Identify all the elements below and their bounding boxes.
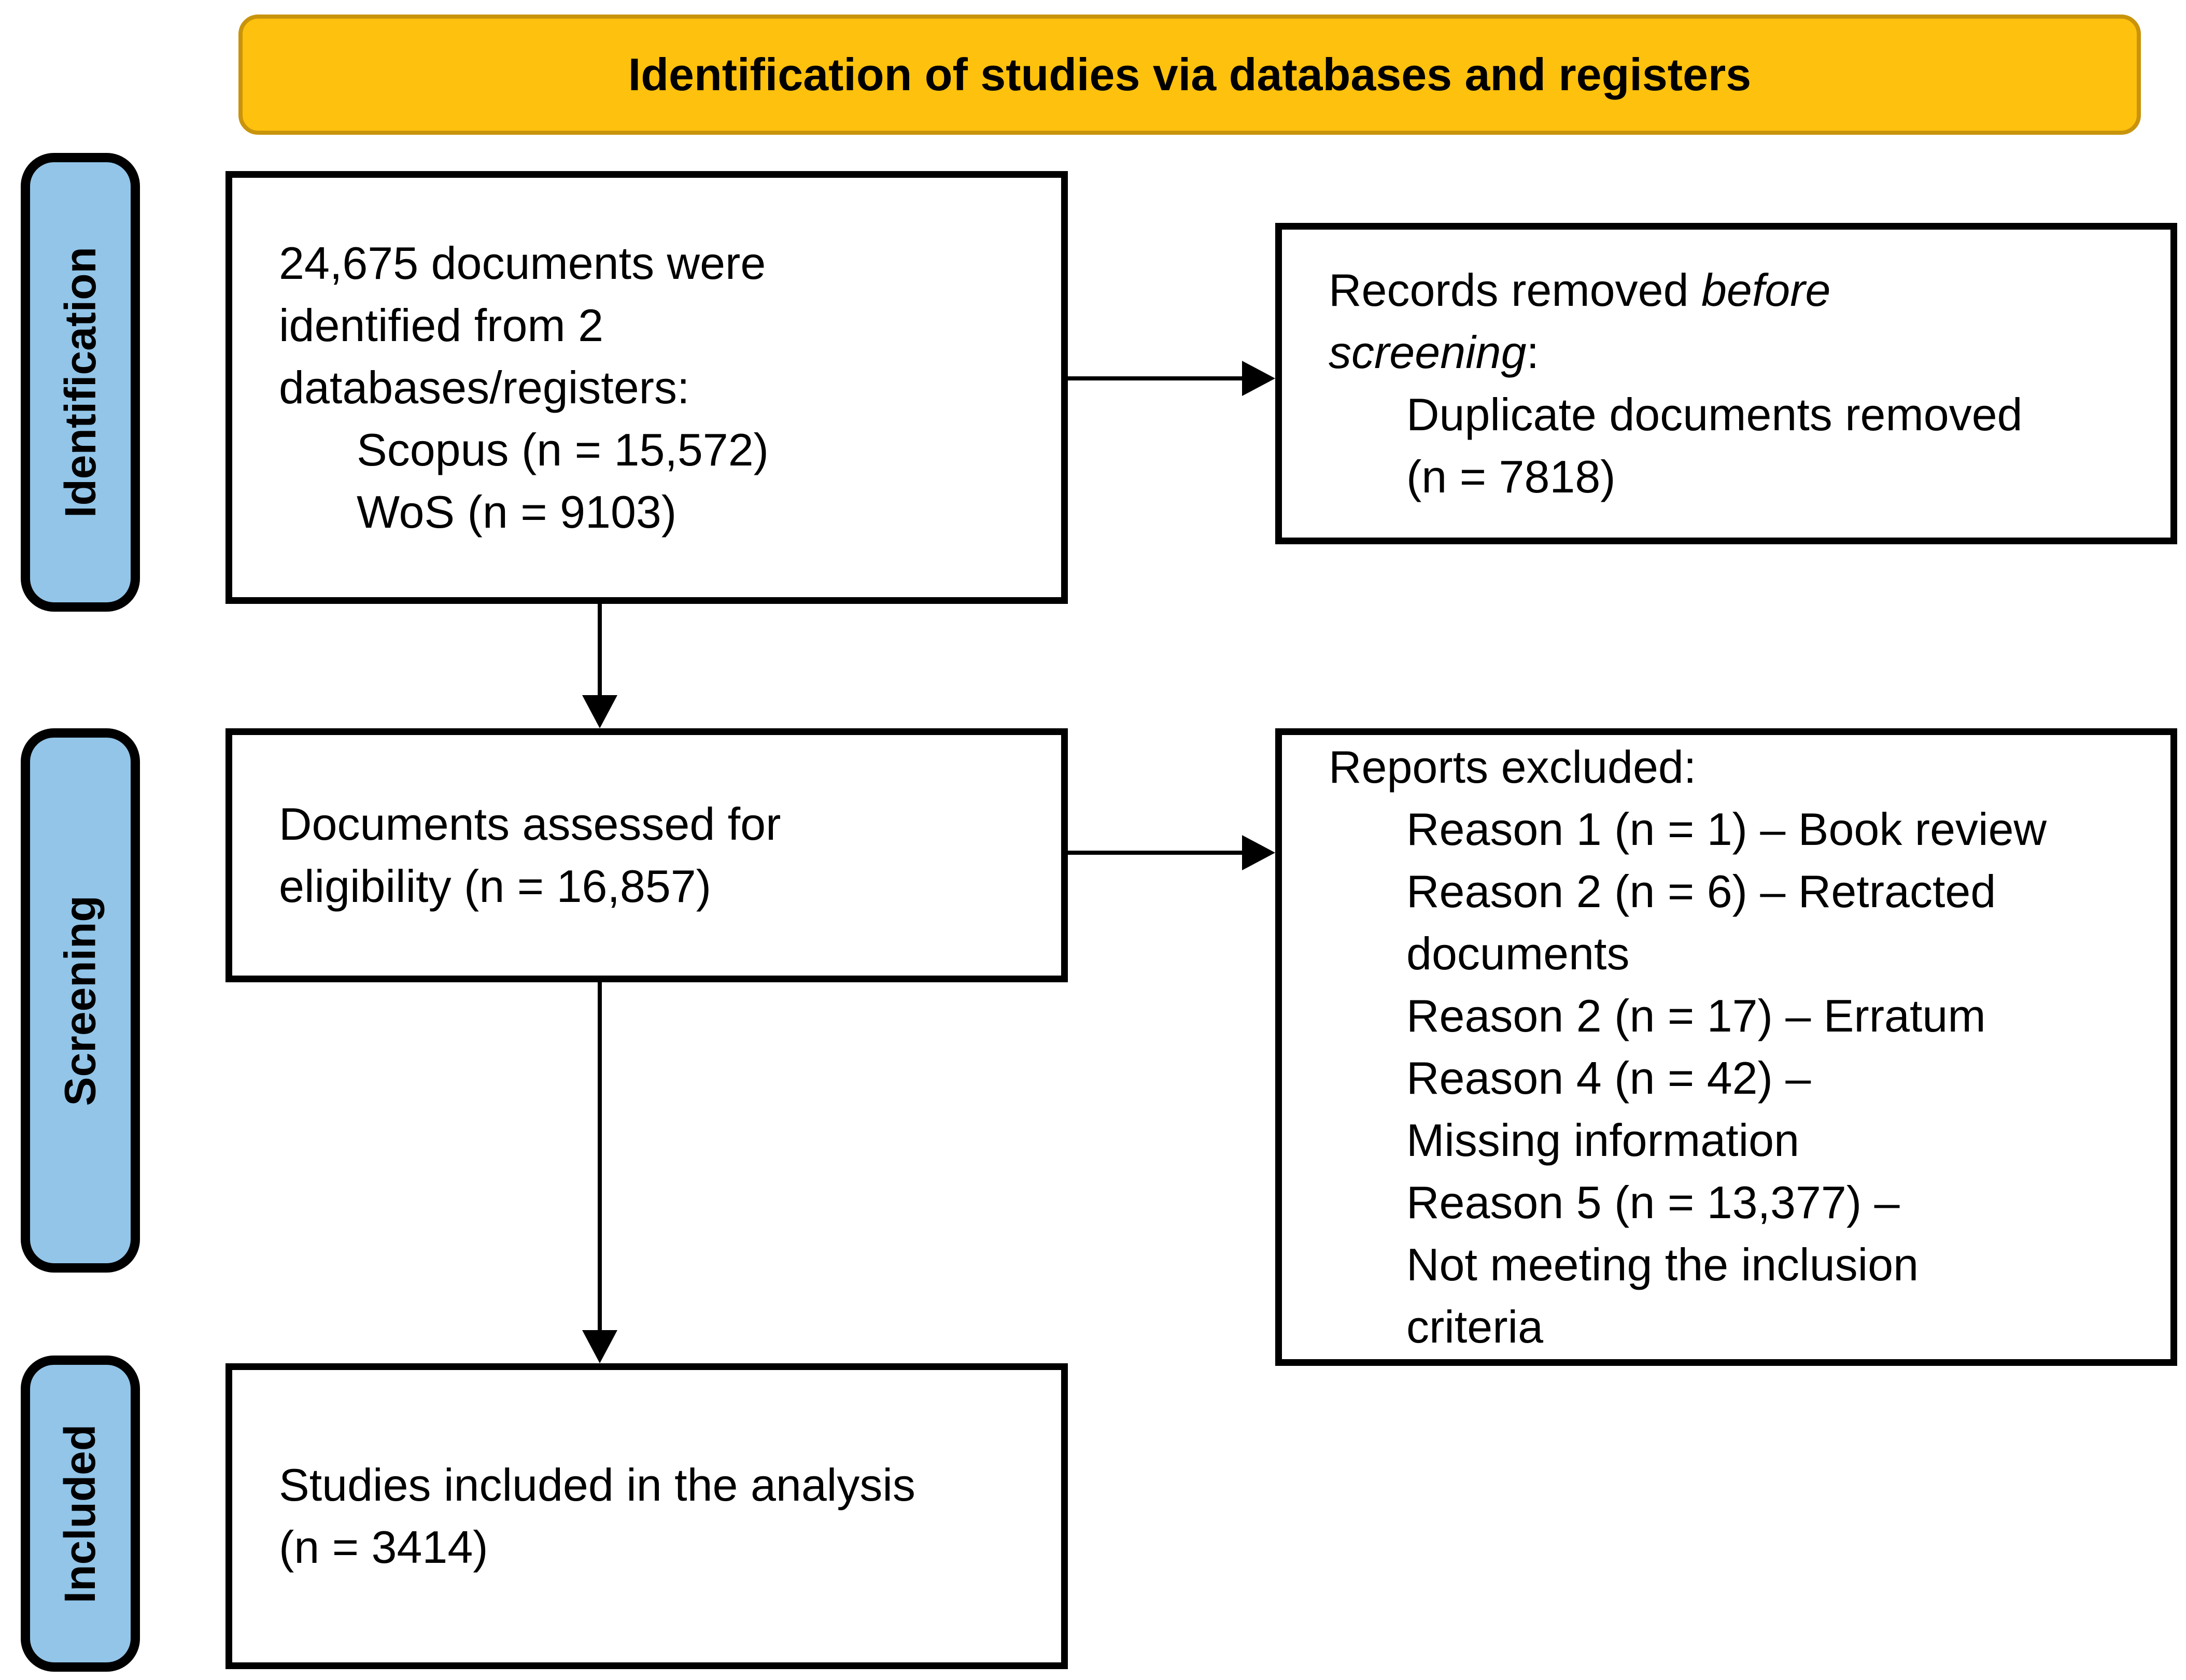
text-line: Records removed before xyxy=(1329,264,1831,316)
stage-label-identification: Identification xyxy=(21,153,140,612)
box-records-removed-before-screening: Records removed before screening: Duplicat… xyxy=(1275,223,2177,544)
stage-label-included-text: Included xyxy=(55,1424,105,1603)
text-line: WoS (n = 9103) xyxy=(357,486,677,538)
stage-label-included: Included xyxy=(21,1356,140,1672)
arrow-shaft xyxy=(598,604,602,697)
stage-label-identification-text: Identification xyxy=(55,247,105,518)
text-line: eligibility (n = 16,857) xyxy=(279,860,712,912)
text-line: Reason 5 (n = 13,377) – xyxy=(1406,1177,1900,1228)
arrow-head-right-icon xyxy=(1242,835,1275,870)
text-line: (n = 3414) xyxy=(279,1521,488,1573)
banner-title: Identification of studies via databases … xyxy=(238,15,2141,135)
text-line: Scopus (n = 15,572) xyxy=(357,423,769,475)
text-line: identified from 2 xyxy=(279,299,604,351)
banner-title-text: Identification of studies via databases … xyxy=(628,49,1752,100)
stage-label-screening-text: Screening xyxy=(55,895,105,1106)
text-line: Not meeting the inclusion xyxy=(1406,1239,1919,1290)
arrow-head-down-icon xyxy=(582,1330,617,1363)
text-line: screening: xyxy=(1329,327,1540,378)
arrow-shaft xyxy=(598,982,602,1332)
text-line: Reason 1 (n = 1) – Book review xyxy=(1406,803,2047,855)
text-line: Missing information xyxy=(1406,1114,1800,1166)
arrow-shaft xyxy=(1065,376,1244,380)
text-line: databases/registers: xyxy=(279,361,690,413)
stage-label-screening: Screening xyxy=(21,728,140,1273)
arrow-head-down-icon xyxy=(582,695,617,728)
text-line: Documents assessed for xyxy=(279,798,781,850)
text-line: 24,675 documents were xyxy=(279,237,766,289)
text-line: criteria xyxy=(1406,1301,1544,1352)
arrow-shaft xyxy=(1068,851,1244,855)
box-records-identified: 24,675 documents were identified from 2 da… xyxy=(225,171,1068,604)
box-reports-excluded: Reports excluded: Reason 1 (n = 1) – Book… xyxy=(1275,728,2177,1366)
text-line: Reason 4 (n = 42) – xyxy=(1406,1052,1811,1104)
text-line: Duplicate documents removed xyxy=(1406,389,2023,440)
text-line: (n = 7818) xyxy=(1406,451,1616,502)
text-line: Reports excluded: xyxy=(1329,741,1697,793)
text-line: documents xyxy=(1406,928,1630,979)
arrow-head-right-icon xyxy=(1242,361,1275,396)
text-line: Reason 2 (n = 6) – Retracted xyxy=(1406,866,1996,917)
box-studies-included: Studies included in the analysis (n = 341… xyxy=(225,1363,1068,1669)
text-line: Studies included in the analysis xyxy=(279,1459,915,1510)
text-line: Reason 2 (n = 17) – Erratum xyxy=(1406,990,1986,1041)
box-documents-assessed: Documents assessed for eligibility (n = 1… xyxy=(225,728,1068,982)
